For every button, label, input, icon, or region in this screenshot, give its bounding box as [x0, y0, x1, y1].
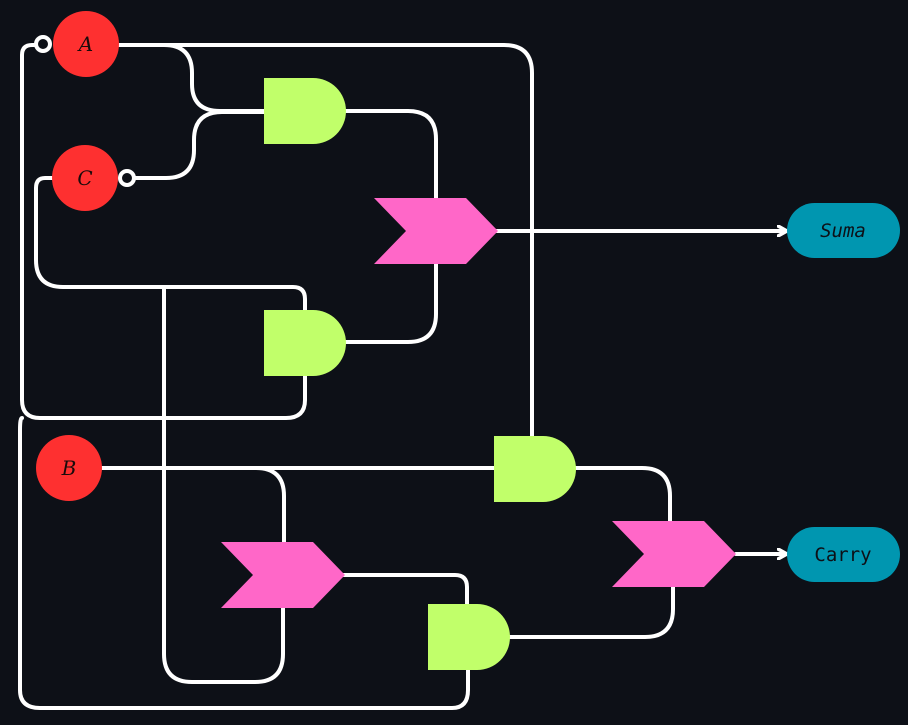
output-sum-pill	[787, 203, 900, 258]
and-gates	[264, 78, 576, 670]
wire-c-to-xor-bc	[162, 285, 285, 684]
input-c: C	[52, 145, 118, 211]
wire-notc-to-and-ac	[132, 110, 267, 180]
wire-xor-bc-to-and-carry	[342, 573, 469, 608]
output-carry: Carry	[787, 527, 900, 582]
and-gate-carry	[428, 604, 510, 670]
input-b: B	[36, 435, 102, 501]
xor-gate-carry	[612, 521, 736, 587]
wire-a-to-and-ab	[116, 43, 534, 440]
wire-and-c-na-to-xor-sum	[343, 260, 438, 344]
and-gate-c-nota	[264, 310, 346, 376]
wire-and-ab-to-xor-carry	[572, 466, 672, 526]
input-a: A	[53, 11, 119, 77]
wire-b-to-xor-bc	[100, 466, 286, 546]
xor-gate-bc	[221, 542, 345, 608]
not-c-bubble-icon	[118, 169, 136, 187]
wire-and-carry-to-xor-carry	[506, 585, 675, 639]
input-c-circle	[52, 145, 118, 211]
and-gate-ac	[264, 78, 346, 144]
xor-gate-sum	[374, 198, 498, 264]
input-a-label: A	[77, 32, 93, 56]
output-sum-label: Suma	[820, 220, 866, 242]
xor-gates	[221, 198, 736, 608]
and-gate-ab	[494, 436, 576, 502]
not-a-bubble-icon	[34, 35, 52, 53]
output-sum: Suma	[787, 203, 900, 258]
input-b-label: B	[61, 456, 77, 480]
input-c-label: C	[77, 166, 92, 190]
wire-and-ac-to-xor-sum	[343, 109, 438, 202]
input-b-circle	[36, 435, 102, 501]
output-carry-label: Carry	[814, 544, 871, 566]
wires	[18, 43, 786, 710]
wire-c-to-and-c-na	[34, 176, 307, 314]
wire-a-to-and-ac	[116, 43, 267, 113]
input-a-circle	[53, 11, 119, 77]
wire-nota-to-and-c-na	[20, 43, 307, 420]
output-carry-pill	[787, 527, 900, 582]
wire-loop-to-and-carry	[18, 416, 470, 710]
